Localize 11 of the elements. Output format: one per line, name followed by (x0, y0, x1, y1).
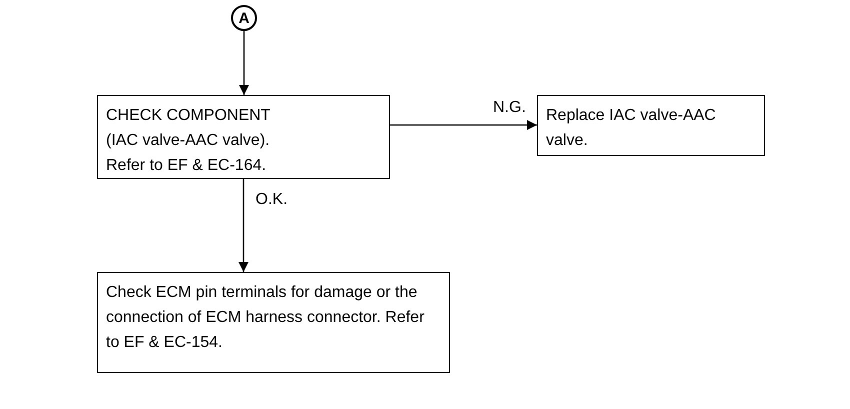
step-text: Replace IAC valve-AAC valve. (546, 106, 717, 151)
step-text: CHECK COMPONENT (106, 106, 272, 126)
arrow (238, 179, 248, 272)
arrow (239, 31, 249, 95)
arrow (390, 120, 537, 130)
step-text: (IAC valve-AAC valve). Refer to EF & EC-164. (106, 131, 271, 176)
process-box (97, 95, 390, 179)
step-text: Check ECM pin terminals for damage or the connection of ECM harness connector. Refer to EF & EC-154. (106, 283, 426, 353)
connector-letter: A (238, 10, 250, 26)
process-box (97, 272, 450, 373)
process-box (537, 95, 765, 156)
